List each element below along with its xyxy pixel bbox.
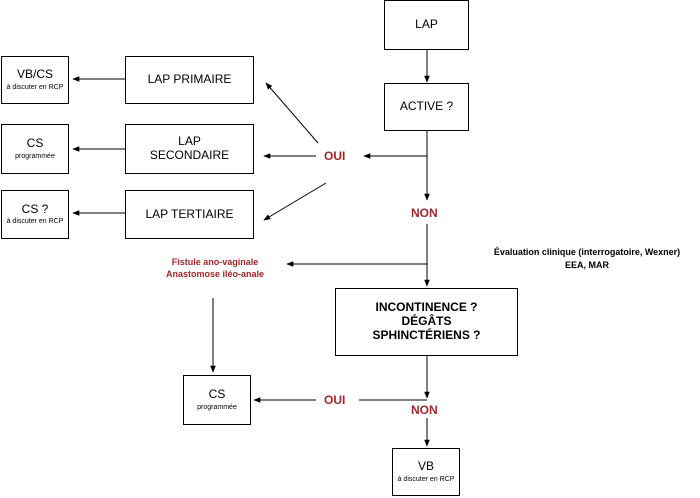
arrow-oui-to-primaire (265, 82, 319, 144)
node-incontinence-line2: DÉGÂTS (401, 314, 452, 329)
node-vbcs-label: VB/CS (16, 67, 53, 82)
node-incontinence: INCONTINENCE ? DÉGÂTS SPHINCTÉRIENS ? (335, 288, 518, 356)
node-lap-secondaire-line2: SECONDAIRE (149, 148, 230, 162)
node-cs-programmee-label: CS (26, 136, 44, 151)
node-lap-tertiaire-label: LAP TERTIAIRE (145, 206, 234, 221)
node-active: ACTIVE ? (384, 83, 469, 131)
arrow-oui-to-tertiaire (263, 182, 327, 221)
note-evaluation-line1: Évaluation clinique (interrogatoire, Wex… (493, 247, 681, 257)
node-cs-bottom-label: CS (208, 387, 226, 402)
note-fistule-line1: Fistule ano-vaginale (171, 257, 259, 267)
node-lap-primaire: LAP PRIMAIRE (125, 56, 254, 104)
label-non-mid: NON (411, 206, 438, 220)
node-cs-question-sub: à discuter en RCP (6, 218, 64, 226)
node-vbcs: VB/CS à discuter en RCP (1, 56, 69, 104)
node-lap-secondaire: LAP SECONDAIRE (125, 124, 254, 174)
note-fistule-line2: Anastomose iléo-anale (165, 268, 265, 279)
node-cs-programmee-sub: programmée (15, 152, 55, 160)
node-vb: VB à discuter en RCP (392, 448, 460, 496)
label-non-bottom: NON (411, 403, 438, 417)
label-oui-bottom: OUI (324, 393, 346, 407)
note-evaluation: Évaluation clinique (interrogatoire, Wex… (482, 246, 692, 271)
node-cs-question-label: CS ? (21, 201, 49, 216)
node-cs-bottom: CS programmée (183, 375, 251, 425)
node-lap-secondaire-line1: LAP (178, 134, 201, 149)
node-cs-programmee: CS programmée (1, 124, 69, 174)
node-vb-label: VB (417, 459, 434, 474)
node-cs-bottom-sub: programmée (197, 403, 237, 411)
label-oui-top: OUI (324, 149, 346, 163)
node-lap-label: LAP (415, 17, 438, 32)
node-incontinence-line3: SPHINCTÉRIENS ? (372, 327, 481, 342)
node-vb-sub: à discuter en RCP (397, 475, 455, 483)
node-incontinence-line1: INCONTINENCE ? (375, 300, 478, 315)
note-evaluation-line2: EEA, MAR (564, 259, 609, 270)
node-vbcs-sub: à discuter en RCP (6, 83, 64, 91)
node-lap: LAP (384, 0, 469, 50)
note-fistule: Fistule ano-vaginale Anastomose iléo-ana… (140, 257, 290, 280)
node-lap-tertiaire: LAP TERTIAIRE (125, 190, 254, 239)
node-lap-primaire-label: LAP PRIMAIRE (147, 72, 232, 87)
node-active-label: ACTIVE ? (399, 99, 454, 114)
node-cs-question: CS ? à discuter en RCP (1, 190, 69, 239)
